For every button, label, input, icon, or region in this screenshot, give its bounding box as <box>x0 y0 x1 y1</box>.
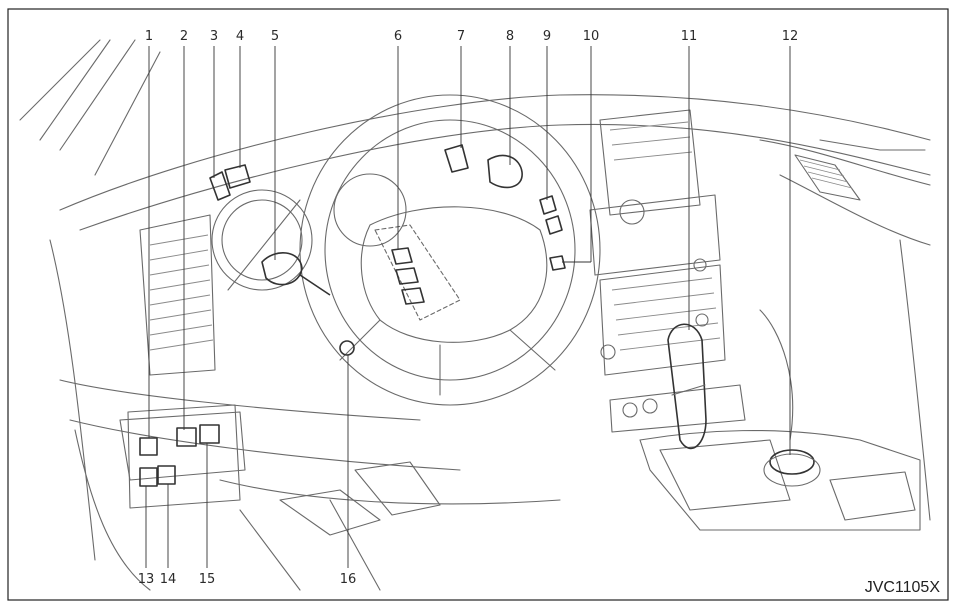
callout-12: 12 <box>782 29 799 455</box>
callout-6: 6 <box>394 29 402 250</box>
callout-13: 13 <box>138 486 155 587</box>
switch-13 <box>139 467 158 487</box>
callout-10: 10 <box>562 29 600 263</box>
callout-2-label: 2 <box>180 29 188 44</box>
callout-4: 4 <box>236 29 244 168</box>
callout-11-label: 11 <box>681 29 698 44</box>
figure-code: JVC1105X <box>865 579 941 596</box>
callout-14-label: 14 <box>160 572 177 587</box>
callout-5-label: 5 <box>271 29 279 44</box>
callouts: 1 2 3 4 5 6 7 8 <box>138 29 799 587</box>
callout-15: 15 <box>199 443 216 587</box>
callout-15-label: 15 <box>199 572 216 587</box>
callout-7: 7 <box>457 29 465 148</box>
callout-7-label: 7 <box>457 29 465 44</box>
callout-5: 5 <box>271 29 279 260</box>
cockpit-illustration <box>19 39 931 591</box>
switch-2 <box>176 427 197 447</box>
switch-15 <box>199 424 220 444</box>
callout-4-label: 4 <box>236 29 244 44</box>
callout-9-label: 9 <box>543 29 551 44</box>
callout-6-label: 6 <box>394 29 402 44</box>
switch-1 <box>139 437 158 456</box>
callout-12-label: 12 <box>782 29 799 44</box>
callout-14: 14 <box>160 484 177 587</box>
callout-9: 9 <box>543 29 551 200</box>
callout-3-label: 3 <box>210 29 218 44</box>
callout-16-label: 16 <box>340 572 357 587</box>
callout-1-label: 1 <box>145 29 153 44</box>
callout-16: 16 <box>340 355 357 587</box>
callout-10-label: 10 <box>583 29 600 44</box>
callout-11: 11 <box>681 29 698 330</box>
switch-14 <box>157 465 176 485</box>
callout-1: 1 <box>145 29 153 438</box>
figure-frame <box>7 8 949 601</box>
callout-8-label: 8 <box>506 29 514 44</box>
callout-8: 8 <box>506 29 514 165</box>
callout-13-label: 13 <box>138 572 155 587</box>
callout-2: 2 <box>180 29 188 430</box>
callout-3: 3 <box>210 29 218 178</box>
